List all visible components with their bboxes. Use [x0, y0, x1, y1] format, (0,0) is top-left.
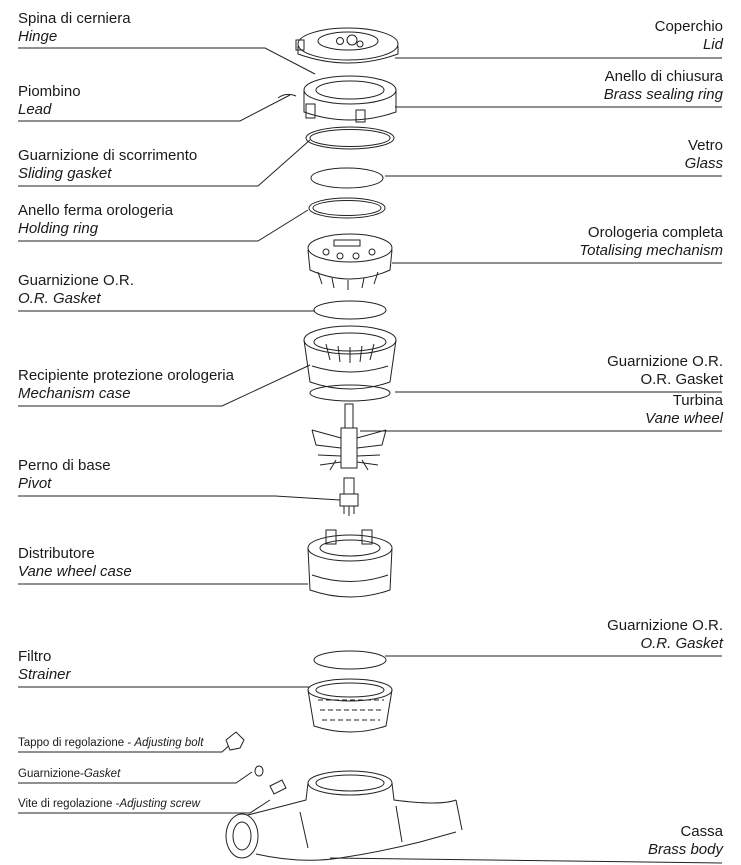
label-brass-ring-it: Anello di chiusura	[604, 68, 723, 85]
label-or-gasket-right1: Guarnizione O.R. O.R. Gasket	[607, 353, 723, 389]
label-holding-ring-it: Anello ferma orologeria	[18, 202, 174, 219]
label-gasket-small-it: Guarnizione-	[18, 768, 84, 780]
label-vane-wheel-case: Distributore Vane wheel case	[18, 545, 132, 581]
label-gasket-small: Guarnizione-Gasket	[18, 767, 120, 781]
totalising-part	[307, 233, 393, 290]
label-mechanism-case-it: Recipiente protezione orologeria	[18, 367, 234, 384]
holding-ring-part	[308, 197, 386, 219]
leader-lines-right	[329, 57, 723, 864]
label-or-gasket-right2-en: O.R. Gasket	[640, 635, 723, 652]
label-mechanism-case-en: Mechanism case	[18, 385, 131, 402]
leader-brass-body	[329, 857, 723, 864]
label-totalising-it: Orologeria completa	[587, 224, 723, 241]
label-sliding-gasket: Guarnizione di scorrimento Sliding gaske…	[18, 147, 197, 183]
label-or-gasket-right1-it: Guarnizione O.R.	[607, 353, 723, 370]
label-brass-body-en: Brass body	[647, 841, 723, 858]
label-holding-ring: Anello ferma orologeria Holding ring	[18, 202, 173, 238]
label-adjusting-bolt-en: Adjusting bolt	[134, 737, 204, 749]
mechanism-case-part	[303, 325, 397, 390]
strainer-part	[307, 678, 393, 733]
label-holding-ring-en: Holding ring	[18, 220, 99, 237]
label-hinge-it: Spina di cerniera	[18, 10, 131, 27]
label-totalising: Orologeria completa Totalising mechanism	[579, 224, 723, 260]
label-strainer: Filtro Strainer	[18, 648, 71, 684]
brass-ring-part	[277, 75, 397, 123]
leader-mechanism-case	[18, 364, 311, 407]
label-pivot: Perno di base Pivot	[18, 457, 111, 493]
vane-wheel-part	[311, 403, 387, 471]
pivot-part	[339, 477, 359, 516]
adjusting-parts	[225, 731, 287, 795]
label-or-gasket-left: Guarnizione O.R. O.R. Gasket	[18, 272, 134, 308]
leader-lead	[18, 94, 291, 122]
label-vane-wheel: Turbina Vane wheel	[645, 392, 723, 428]
label-pivot-it: Perno di base	[18, 457, 111, 474]
label-strainer-it: Filtro	[18, 648, 52, 665]
label-lead: Piombino Lead	[18, 83, 81, 119]
label-brass-body: Cassa Brass body	[648, 823, 723, 859]
vane-wheel-case-part	[307, 529, 393, 598]
label-glass-it: Vetro	[687, 137, 723, 154]
label-brass-body-it: Cassa	[680, 823, 723, 840]
label-lid-en: Lid	[702, 36, 723, 53]
label-or-gasket-right2: Guarnizione O.R. O.R. Gasket	[607, 617, 723, 653]
label-brass-ring: Anello di chiusura Brass sealing ring	[604, 68, 723, 104]
label-hinge-en: Hinge	[18, 28, 58, 45]
label-strainer-en: Strainer	[18, 666, 71, 683]
label-pivot-en: Pivot	[18, 475, 52, 492]
label-sliding-gasket-en: Sliding gasket	[18, 165, 112, 182]
label-mechanism-case: Recipiente protezione orologeria Mechani…	[18, 367, 234, 403]
label-vane-wheel-case-en: Vane wheel case	[18, 563, 132, 580]
leader-holding-ring	[18, 209, 309, 242]
leader-gasket-small	[18, 771, 253, 784]
label-adjusting-screw-it: Vite di regolazione -	[18, 798, 120, 810]
leader-sliding-gasket	[18, 139, 311, 187]
label-glass: Vetro Glass	[685, 137, 723, 173]
label-lead-en: Lead	[18, 101, 52, 118]
glass-part	[310, 167, 384, 189]
leader-adjusting-screw	[18, 799, 271, 814]
label-or-gasket-right2-it: Guarnizione O.R.	[607, 617, 723, 634]
label-gasket-small-en: Gasket	[83, 768, 121, 780]
label-adjusting-bolt-it: Tappo di regolazione -	[18, 737, 135, 749]
label-lead-it: Piombino	[18, 83, 81, 100]
sliding-gasket-part	[305, 126, 395, 150]
label-vane-wheel-case-it: Distributore	[18, 545, 95, 562]
label-brass-ring-en: Brass sealing ring	[603, 86, 723, 103]
leader-lines-left	[18, 47, 341, 814]
or-gasket-part-2	[309, 384, 391, 402]
or-gasket-part-3	[313, 650, 387, 670]
label-adjusting-screw: Vite di regolazione -Adjusting screw	[18, 797, 200, 811]
brass-body-part	[225, 770, 463, 861]
label-vane-wheel-it: Turbina	[672, 392, 723, 409]
label-lid: Coperchio Lid	[655, 18, 723, 54]
lid-part	[295, 27, 399, 64]
label-vane-wheel-en: Vane wheel	[645, 410, 723, 427]
label-or-gasket-right1-en: O.R. Gasket	[640, 371, 723, 388]
leader-pivot	[18, 495, 341, 501]
label-totalising-en: Totalising mechanism	[579, 242, 723, 259]
leader-hinge	[18, 47, 316, 75]
label-hinge: Spina di cerniera Hinge	[18, 10, 131, 46]
label-lid-it: Coperchio	[654, 18, 723, 35]
label-adjusting-bolt: Tappo di regolazione - Adjusting bolt	[18, 736, 203, 750]
label-adjusting-screw-en: Adjusting screw	[119, 798, 200, 810]
label-glass-en: Glass	[684, 155, 723, 172]
label-sliding-gasket-it: Guarnizione di scorrimento	[18, 147, 198, 164]
or-gasket-part-1	[313, 300, 387, 320]
label-or-gasket-left-it: Guarnizione O.R.	[18, 272, 134, 289]
label-or-gasket-left-en: O.R. Gasket	[18, 290, 101, 307]
